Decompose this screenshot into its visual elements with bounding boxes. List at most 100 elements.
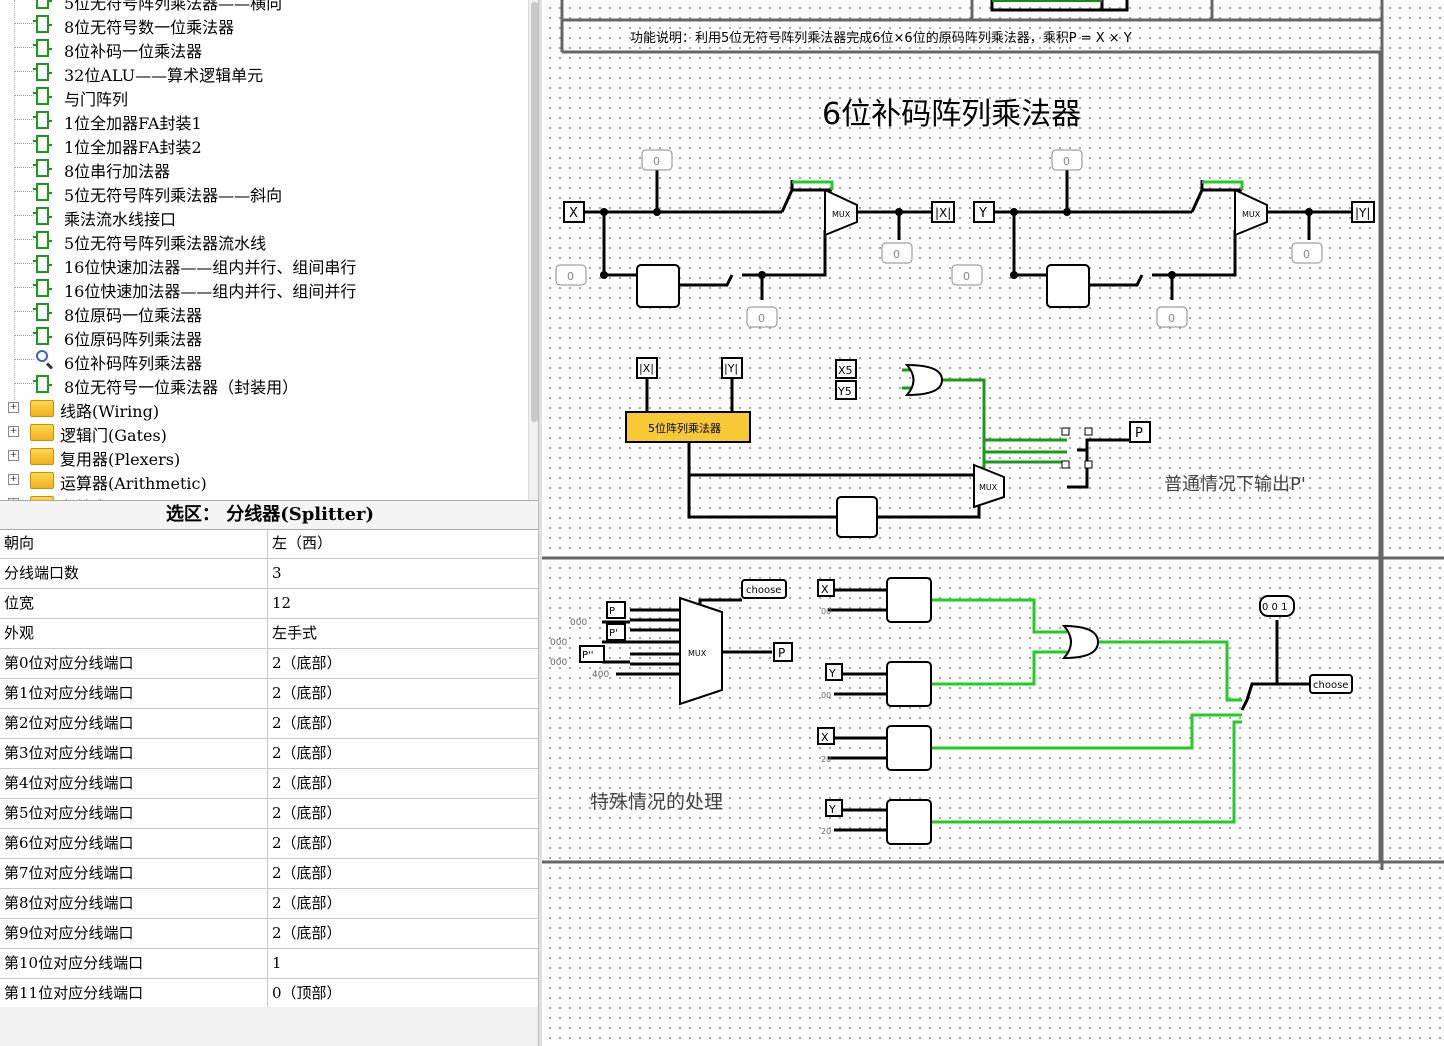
panel-divider[interactable]: [538, 0, 543, 1046]
tree-item[interactable]: 乘法流水线接口: [0, 204, 520, 229]
tree-connector: [14, 215, 34, 216]
tree-connector: [14, 95, 34, 96]
property-name: 第0位对应分线端口: [0, 648, 268, 678]
special-case-block: P P' P'' 000 000 000 400 MUX choose P X …: [550, 577, 1353, 845]
folder-icon: [30, 496, 54, 500]
property-value[interactable]: 2（底部）: [272, 774, 342, 792]
tree-item-label: 32位ALU——算术逻辑单元: [64, 66, 264, 85]
property-value[interactable]: 2（底部）: [272, 714, 342, 732]
expand-icon[interactable]: +: [8, 498, 19, 500]
property-value[interactable]: 12: [272, 594, 292, 612]
tree-item[interactable]: 8位补码一位乘法器: [0, 36, 520, 61]
property-value[interactable]: 2（底部）: [272, 834, 342, 852]
circuit-drawing: 功能说明：利用5位无符号阵列乘法器完成6位×6位的原码阵列乘法器，乘积P = X…: [542, 0, 1444, 870]
svg-text:P': P': [609, 628, 618, 639]
property-name: 第8位对应分线端口: [0, 888, 268, 918]
tree-item-label: 1位全加器FA封装2: [64, 138, 202, 157]
property-value[interactable]: 1: [272, 954, 282, 972]
circuit-icon: [33, 63, 52, 81]
property-value[interactable]: 2（底部）: [272, 894, 342, 912]
magnifier-icon: [36, 350, 48, 362]
property-value[interactable]: 左手式: [272, 624, 318, 642]
tree-folder-label: 存储库(M...: [60, 494, 146, 500]
tree-item[interactable]: 6位补码阵列乘法器: [0, 348, 520, 373]
property-name: 位宽: [0, 588, 268, 618]
folder-icon: [30, 424, 54, 441]
svg-text:0: 0: [1303, 248, 1310, 261]
tree-item[interactable]: 与门阵列: [0, 84, 520, 109]
circuit-icon: [36, 0, 52, 9]
property-value[interactable]: 2（底部）: [272, 684, 342, 702]
property-value[interactable]: 0（顶部）: [272, 984, 342, 1002]
tree-item-label: 16位快速加法器——组内并行、组间并行: [64, 282, 357, 301]
svg-text:0: 0: [567, 270, 574, 283]
properties-empty-area: [0, 1007, 540, 1046]
circuit-icon: [33, 87, 52, 105]
tree-connector: [14, 383, 34, 384]
property-name: 第4位对应分线端口: [0, 768, 268, 798]
property-name: 第5位对应分线端口: [0, 798, 268, 828]
tree-folder[interactable]: + 运算器(Arithmetic): [0, 468, 520, 493]
tree-item[interactable]: 6位原码阵列乘法器: [0, 324, 520, 349]
property-name: 第11位对应分线端口: [0, 978, 268, 1008]
array-multiplier-component: [625, 411, 751, 443]
svg-text:X5: X5: [838, 364, 853, 377]
tree-folder-label: 逻辑门(Gates): [60, 426, 167, 445]
tree-item-label: 8位补码一位乘法器: [64, 42, 203, 61]
tree-item[interactable]: 1位全加器FA封装1: [0, 108, 520, 133]
svg-text:P'': P'': [582, 650, 594, 661]
expand-icon[interactable]: +: [8, 450, 19, 461]
tree-item[interactable]: 8位无符号数一位乘法器: [0, 12, 520, 37]
property-value[interactable]: 左（西）: [272, 534, 333, 552]
tree-connector: [14, 263, 34, 264]
tree-scrollbar[interactable]: [528, 0, 541, 500]
pin-p-special: P: [778, 646, 785, 660]
tree-connector: [14, 119, 34, 120]
tree-item[interactable]: 8位无符号一位乘法器（封装用）: [0, 372, 520, 397]
circuit-heading: 6位补码阵列乘法器: [822, 97, 1081, 132]
property-value[interactable]: 2（底部）: [272, 924, 342, 942]
tree-connector: [14, 23, 34, 24]
tree-folder[interactable]: + 存储库(M...: [0, 492, 520, 500]
tree-connector: [14, 191, 34, 192]
tree-connector: [14, 71, 34, 72]
tree-folder-label: 运算器(Arithmetic): [60, 474, 207, 493]
property-value[interactable]: 2（底部）: [272, 744, 342, 762]
tree-folder[interactable]: + 逻辑门(Gates): [0, 420, 520, 445]
property-name: 朝向: [0, 528, 268, 558]
property-value[interactable]: 2（底部）: [272, 804, 342, 822]
special-case-label: 特殊情况的处理: [590, 791, 723, 813]
expand-icon[interactable]: +: [8, 426, 19, 437]
circuit-icon: [33, 183, 52, 201]
expand-icon[interactable]: +: [8, 474, 19, 485]
circuit-icon: [33, 375, 52, 393]
circuit-icon: [33, 135, 52, 153]
tree-scrollbar-thumb[interactable]: [531, 2, 538, 422]
tree-item[interactable]: 32位ALU——算术逻辑单元: [0, 60, 520, 85]
circuit-icon: [33, 15, 52, 33]
property-value[interactable]: 2（底部）: [272, 654, 342, 672]
tree-item[interactable]: 1位全加器FA封装2: [0, 132, 520, 157]
tree-item[interactable]: 16位快速加法器——组内并行、组间串行: [0, 252, 520, 277]
tree-item[interactable]: 8位串行加法器: [0, 156, 520, 181]
property-value[interactable]: 3: [272, 564, 282, 582]
tree-folder[interactable]: +复用器(Plexers): [0, 444, 520, 469]
tree-connector: [14, 47, 34, 48]
normal-case-block: |X| |Y| 5位阵列乘法器 X5 Y5 MUX P 普通情况下输出P': [625, 357, 1306, 538]
expand-icon[interactable]: +: [8, 402, 19, 413]
array-multiplier-label: 5位阵列乘法器: [648, 421, 721, 435]
tree-item[interactable]: 16位快速加法器——组内并行、组间并行: [0, 276, 520, 301]
property-value[interactable]: 2（底部）: [272, 864, 342, 882]
tree-item[interactable]: 5位无符号阵列乘法器流水线: [0, 228, 520, 253]
circuit-canvas[interactable]: 功能说明：利用5位无符号阵列乘法器完成6位×6位的原码阵列乘法器，乘积P = X…: [542, 0, 1444, 1046]
tree-item[interactable]: 8位原码一位乘法器: [0, 300, 520, 325]
circuit-icon: [33, 279, 52, 297]
tree-item[interactable]: 5位无符号阵列乘法器——横向: [0, 0, 520, 13]
tree-item[interactable]: 5位无符号阵列乘法器——斜向: [0, 180, 520, 205]
choose-pin-out: choose: [1313, 680, 1348, 691]
tree-folder[interactable]: +线路(Wiring): [0, 396, 520, 421]
